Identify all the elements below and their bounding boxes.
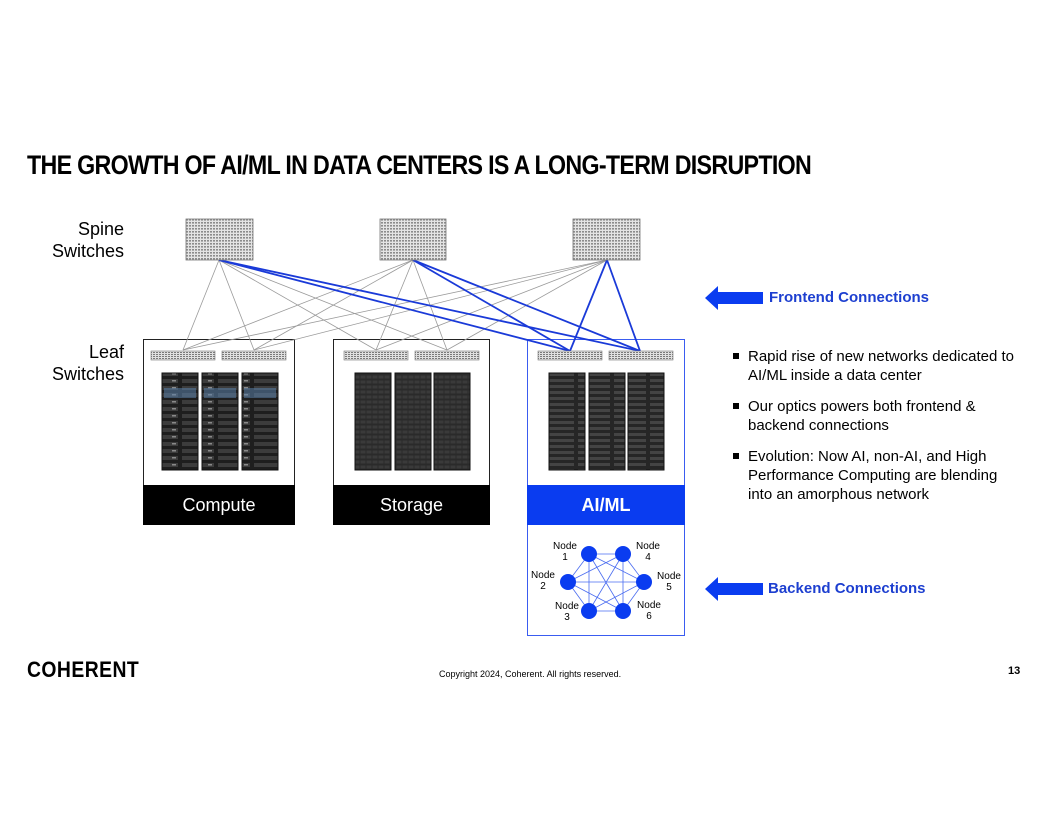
spine-switch-3 [572, 218, 641, 261]
bullet-list: Rapid rise of new networks dedicated to … [732, 347, 1022, 516]
bullet-item: Our optics powers both frontend & backen… [732, 397, 1022, 435]
coherent-logo: COHERENT [27, 657, 139, 683]
cluster-label-storage: Storage [333, 485, 490, 525]
backend-nodes [560, 546, 652, 619]
leaf-label-line1: Leaf [88, 342, 124, 362]
cluster-label-aiml: AI/ML [527, 485, 685, 525]
storage-racks [354, 372, 471, 471]
leaf-switches [150, 350, 674, 361]
leaf-label-line2: Switches [51, 364, 124, 384]
spine-label-line1: Spine [77, 219, 124, 239]
node-3 [581, 603, 597, 619]
aiml-racks [548, 372, 665, 471]
spine-switch-1 [185, 218, 254, 261]
node-5 [636, 574, 652, 590]
node-6 [615, 603, 631, 619]
node-1 [581, 546, 597, 562]
spine-label-line2: Switches [51, 241, 124, 261]
compute-racks [161, 372, 279, 471]
spine-switch-2 [379, 218, 447, 261]
frontend-connections-label: Frontend Connections [769, 289, 929, 306]
spine-switches-label: Spine Switches [14, 218, 124, 262]
backend-connections-label: Backend Connections [768, 580, 926, 597]
frontend-arrow-icon [705, 286, 763, 310]
page-number: 13 [1008, 665, 1021, 677]
bullet-item: Evolution: Now AI, non-AI, and High Perf… [732, 447, 1022, 504]
page-title: THE GROWTH OF AI/ML IN DATA CENTERS IS A… [27, 150, 812, 180]
node-4 [615, 546, 631, 562]
cluster-label-compute: Compute [143, 485, 295, 525]
node-2 [560, 574, 576, 590]
leaf-switches-label: Leaf Switches [14, 341, 124, 385]
copyright-text: Copyright 2024, Coherent. All rights res… [439, 669, 622, 679]
logo-text: COHERENT [27, 657, 140, 682]
bullet-item: Rapid rise of new networks dedicated to … [732, 347, 1022, 385]
backend-arrow-icon [705, 577, 763, 601]
aiml-spine-links [218, 259, 641, 352]
